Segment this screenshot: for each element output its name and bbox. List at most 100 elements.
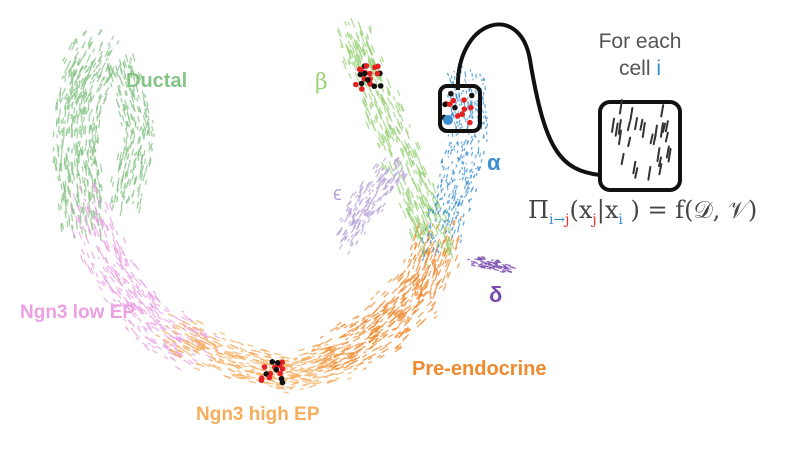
epsilon-arrow: [339, 237, 344, 243]
ductal-arrow: [137, 136, 141, 145]
beta-arrow: [362, 46, 367, 55]
pre-endocrine-arrow: [374, 314, 382, 319]
ductal-arrow: [57, 203, 61, 211]
ductal-arrow: [95, 86, 100, 93]
ngn3-low-arrow: [175, 350, 184, 357]
epsilon-arrow: [348, 212, 353, 218]
epsilon-arrow: [395, 181, 400, 186]
alpha-arrow: [451, 226, 454, 232]
ngn3-high-arrow: [347, 371, 352, 375]
pre-endocrine-arrow: [367, 360, 373, 364]
alpha-arrow: [440, 183, 443, 187]
alpha-arrow: [459, 218, 462, 222]
ngn3-high-arrow: [312, 373, 317, 376]
beta-arrow: [413, 182, 419, 191]
ngn3-high-arrow: [299, 352, 309, 357]
ngn3-low-arrow: [82, 225, 85, 231]
epsilon-arrow: [349, 241, 354, 247]
alpha-arrow: [437, 210, 440, 215]
delta-arrow: [494, 265, 501, 269]
ductal-arrow: [84, 64, 88, 69]
ductal-arrow: [78, 103, 81, 112]
pre-endocrine-arrow: [391, 287, 398, 295]
ngn3-high-arrow: [177, 349, 184, 354]
beta-arrow: [447, 236, 453, 246]
beta-arrow: [407, 142, 412, 149]
beta-arrow: [422, 229, 427, 236]
ductal-arrow: [119, 68, 123, 76]
ngn3-high-arrow: [193, 350, 201, 355]
pre-endocrine-arrow: [414, 290, 417, 295]
delta-arrow: [480, 266, 486, 269]
alpha-arrow: [450, 176, 453, 181]
ngn3-high-arrow: [186, 352, 193, 357]
pre-endocrine-arrow: [375, 320, 380, 324]
ngn3-low-arrow: [183, 325, 189, 330]
beta-arrow: [404, 191, 410, 202]
beta-arrow: [390, 151, 393, 156]
ductal-arrow: [90, 222, 94, 231]
ductal-arrow: [89, 94, 95, 104]
beta-arrow: [408, 212, 414, 222]
beta-arrow: [342, 56, 348, 66]
alpha-arrow: [451, 161, 454, 164]
beta-arrow: [445, 242, 449, 248]
ductal-arrow: [139, 197, 142, 205]
ngn3-high-arrow: [207, 352, 214, 357]
alpha-arrow: [427, 208, 430, 212]
ngn3-low-arrow: [115, 230, 119, 236]
ngn3-high-arrow: [252, 361, 261, 365]
ductal-arrow: [91, 213, 94, 220]
ngn3-low-arrow: [112, 244, 116, 252]
ductal-arrow: [60, 197, 63, 204]
ngn3-high-arrow: [197, 340, 206, 346]
pre-endocrine-arrow: [350, 352, 355, 356]
epsilon-arrow: [383, 184, 389, 190]
ductal-arrow: [110, 195, 114, 204]
ngn3-low-arrow: [101, 280, 107, 286]
alpha-arrow: [480, 158, 483, 163]
ductal-arrow: [91, 191, 94, 197]
pre-endocrine-arrow: [375, 337, 380, 341]
delta-arrow: [504, 267, 508, 270]
pre-endocrine-arrow: [347, 355, 353, 360]
ductal-arrow: [57, 125, 60, 133]
pre-endocrine-arrow: [351, 357, 357, 362]
ductal-arrow: [90, 73, 96, 81]
beta-arrow: [416, 214, 421, 222]
ngn3-low-arrow: [147, 292, 152, 298]
beta-arrow: [413, 170, 416, 175]
ngn3-low-arrow: [76, 219, 79, 224]
ductal-arrow: [77, 58, 83, 67]
target-cell-marker: [273, 366, 280, 373]
ngn3-low-arrow: [137, 305, 143, 312]
ngn3-high-arrow: [236, 341, 245, 346]
ductal-arrow: [122, 137, 126, 143]
beta-arrow: [405, 162, 410, 172]
alpha-arrow: [444, 209, 447, 213]
ngn3-high-arrow: [245, 370, 255, 374]
beta-arrow: [398, 129, 402, 135]
ngn3-high-arrow: [311, 357, 321, 362]
ductal-arrow: [61, 87, 67, 96]
ngn3-low-arrow: [163, 355, 169, 360]
epsilon-arrow: [365, 209, 371, 217]
pre-endocrine-arrow: [444, 259, 450, 268]
alpha-arrow: [440, 226, 444, 231]
ductal-arrow: [101, 62, 106, 71]
ductal-arrow: [80, 83, 85, 90]
ductal-arrow: [84, 165, 87, 171]
ductal-arrow: [78, 79, 81, 89]
pre-endocrine-arrow: [399, 269, 407, 277]
ngn3-high-arrow: [226, 358, 235, 364]
epsilon-arrow: [356, 210, 360, 215]
pre-endocrine-arrow: [414, 291, 417, 296]
beta-arrow: [381, 161, 386, 170]
ductal-arrow: [92, 62, 97, 69]
ngn3-high-arrow: [303, 358, 310, 362]
pre-endocrine-arrow: [405, 328, 411, 334]
ductal-arrow: [123, 155, 127, 161]
ngn3-high-arrow: [309, 352, 313, 355]
ductal-arrow: [71, 114, 74, 123]
ngn3-high-arrow: [224, 350, 230, 354]
